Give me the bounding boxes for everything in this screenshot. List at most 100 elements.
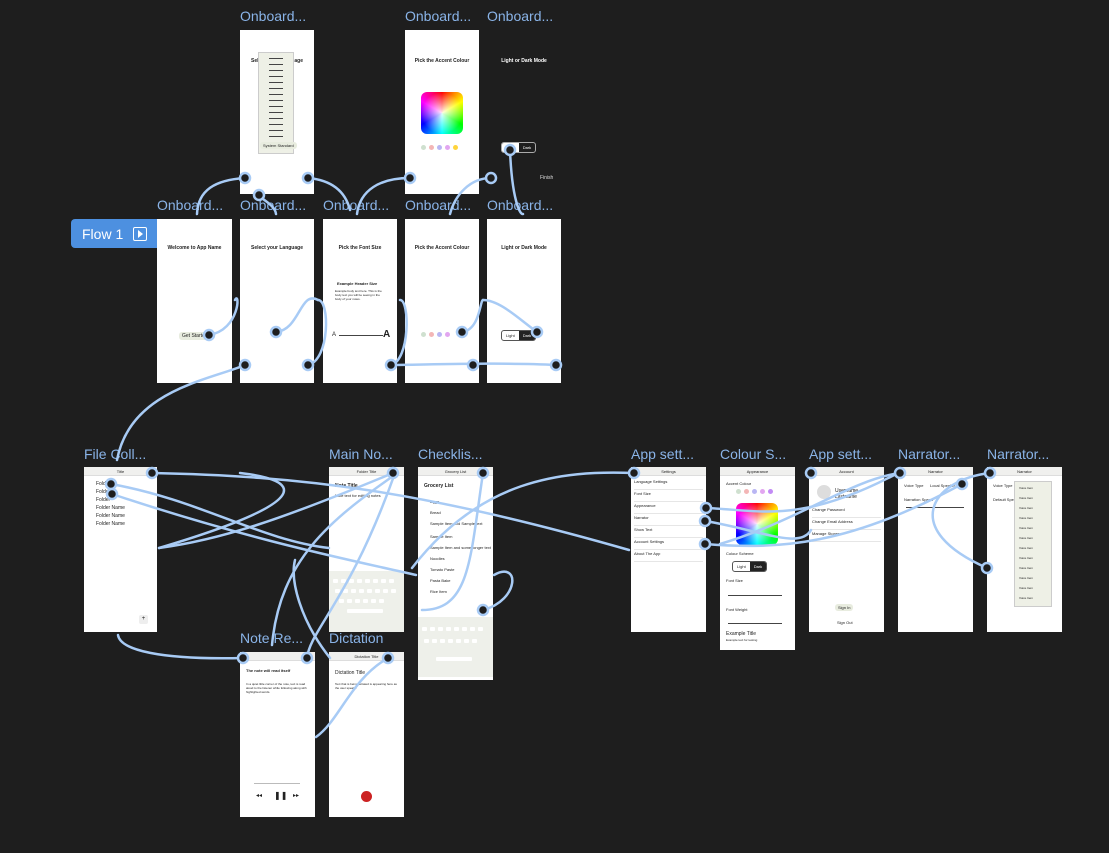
- font-size-slider[interactable]: [339, 335, 383, 336]
- frame-note-reader[interactable]: The note will read itself In a quiet lit…: [240, 652, 315, 817]
- frame-onboarding-fontsize[interactable]: Pick the Font Size Example Header Size E…: [323, 219, 397, 383]
- get-started-button[interactable]: Get Started: [179, 332, 211, 340]
- frame-label[interactable]: App sett...: [631, 446, 695, 462]
- swatch[interactable]: [445, 332, 450, 337]
- checklist-item[interactable]: Pasta Bake: [430, 578, 451, 583]
- voice-option[interactable]: Voice Item: [1019, 496, 1034, 500]
- sign-in-button[interactable]: Sign In: [835, 604, 854, 611]
- voice-option[interactable]: Voice Item: [1019, 576, 1034, 580]
- light-option[interactable]: Light: [737, 564, 746, 569]
- voice-option[interactable]: Voice Item: [1019, 536, 1034, 540]
- finish-button[interactable]: Finish: [540, 175, 554, 181]
- colour-wheel[interactable]: [421, 92, 463, 134]
- voice-option[interactable]: Voice Item: [1019, 486, 1034, 490]
- frame-label[interactable]: Narrator...: [987, 446, 1050, 462]
- flow-start-badge[interactable]: Flow 1: [71, 219, 164, 248]
- frame-label[interactable]: Colour S...: [720, 446, 787, 462]
- fast-forward-icon[interactable]: ▸▸: [293, 793, 300, 799]
- frame-label[interactable]: Onboard...: [487, 8, 554, 24]
- frame-onboarding-accent[interactable]: Pick the Accent Colour: [405, 219, 479, 383]
- account-row[interactable]: Manage Storage: [812, 531, 881, 542]
- folder-item[interactable]: Folder: [96, 481, 111, 487]
- voice-option[interactable]: Voice Item: [1019, 596, 1034, 600]
- frame-label[interactable]: Onboard...: [405, 8, 472, 24]
- checklist-item[interactable]: Bread: [430, 510, 441, 515]
- settings-row[interactable]: About The App: [634, 551, 703, 562]
- swatch[interactable]: [760, 489, 765, 494]
- swatch[interactable]: [752, 489, 757, 494]
- frame-label[interactable]: Onboard...: [487, 197, 554, 213]
- frame-narrator-voice[interactable]: Narrator Voice Type Default Speed Voice …: [987, 467, 1062, 632]
- frame-label[interactable]: App sett...: [809, 446, 873, 462]
- settings-row[interactable]: Show Text: [634, 527, 703, 538]
- checklist-item[interactable]: Tomato Paste: [430, 567, 455, 572]
- playback-progress[interactable]: [254, 783, 300, 784]
- font-weight-slider[interactable]: [728, 623, 782, 624]
- settings-row[interactable]: Appearance: [634, 503, 703, 514]
- frame-onboarding-language[interactable]: Select your Language: [240, 219, 314, 383]
- frame-label[interactable]: Main No...: [329, 446, 393, 462]
- font-size-slider[interactable]: [728, 595, 782, 596]
- frame-label[interactable]: Checklis...: [418, 446, 483, 462]
- frame-onboarding-welcome[interactable]: Welcome to App Name Get Started: [157, 219, 232, 383]
- light-option[interactable]: Light: [506, 333, 515, 338]
- frame-label[interactable]: Onboard...: [240, 197, 307, 213]
- account-row[interactable]: Change Email Address: [812, 519, 881, 530]
- frame-label[interactable]: Onboard...: [240, 8, 307, 24]
- checklist-item[interactable]: Sample Item and some longer text: [430, 545, 491, 550]
- checklist-item[interactable]: Noodles: [430, 556, 445, 561]
- swatch[interactable]: [421, 145, 426, 150]
- keyboard[interactable]: [418, 617, 493, 677]
- frame-account-settings[interactable]: Account Username Lastname Change Passwor…: [809, 467, 884, 632]
- rewind-icon[interactable]: ◂◂: [256, 793, 263, 799]
- add-folder-button[interactable]: +: [139, 615, 148, 624]
- dark-option[interactable]: Dark: [749, 562, 767, 571]
- settings-row[interactable]: Narrator: [634, 515, 703, 526]
- dark-option[interactable]: Dark: [518, 331, 536, 340]
- swatch[interactable]: [429, 145, 434, 150]
- frame-app-settings[interactable]: Settings Language Settings Font Size App…: [631, 467, 706, 632]
- voice-option[interactable]: Voice Item: [1019, 506, 1034, 510]
- frame-label[interactable]: File Coll...: [84, 446, 147, 462]
- folder-item[interactable]: Folder: [96, 497, 111, 503]
- folder-item[interactable]: Folder Name: [96, 505, 125, 511]
- checklist-item[interactable]: Rice Item: [430, 589, 447, 594]
- swatch[interactable]: [453, 145, 458, 150]
- frame-onboarding-language-dropdown[interactable]: Select your Language System Standard: [240, 30, 314, 194]
- swatch[interactable]: [768, 489, 773, 494]
- frame-onboarding-accent-top[interactable]: Pick the Accent Colour: [405, 30, 479, 194]
- language-dropdown-list[interactable]: [258, 52, 294, 154]
- note-body[interactable]: Note text for editing notes: [335, 493, 381, 498]
- frame-onboarding-mode[interactable]: Light or Dark Mode Light Dark: [487, 219, 561, 383]
- frame-checklist[interactable]: Grocery List Grocery List Eggs Bread Sam…: [418, 467, 493, 680]
- play-frame-icon[interactable]: [133, 226, 148, 241]
- voice-option[interactable]: Voice Item: [1019, 516, 1034, 520]
- voice-value[interactable]: Local Speaker Voice: [930, 483, 967, 488]
- swatch[interactable]: [445, 145, 450, 150]
- frame-file-collection[interactable]: Title Folder Folder Folder Folder Name F…: [84, 467, 157, 632]
- pause-icon[interactable]: ❚❚: [274, 791, 288, 800]
- voice-option[interactable]: Voice Item: [1019, 556, 1034, 560]
- language-select-button[interactable]: System Standard: [260, 142, 297, 149]
- swatch[interactable]: [429, 332, 434, 337]
- swatch[interactable]: [421, 332, 426, 337]
- voice-option[interactable]: Voice Item: [1019, 526, 1034, 530]
- sign-out-button[interactable]: Sign Out: [837, 620, 853, 625]
- settings-row[interactable]: Font Size: [634, 491, 703, 502]
- frame-label[interactable]: Onboard...: [157, 197, 224, 213]
- frame-label[interactable]: Narrator...: [898, 446, 961, 462]
- voice-option[interactable]: Voice Item: [1019, 566, 1034, 570]
- dark-option[interactable]: Dark: [522, 145, 532, 150]
- frame-label[interactable]: Onboard...: [323, 197, 390, 213]
- frame-dictation[interactable]: Dictation Title Dictation Title Text tha…: [329, 652, 404, 817]
- swatch[interactable]: [437, 332, 442, 337]
- voice-option[interactable]: Voice Item: [1019, 546, 1034, 550]
- voice-option[interactable]: Voice Item: [1019, 586, 1034, 590]
- account-row[interactable]: Change Password: [812, 507, 881, 518]
- frame-narrator[interactable]: Narrator Voice Type Local Speaker Voice …: [898, 467, 973, 632]
- settings-row[interactable]: Account Settings: [634, 539, 703, 550]
- swatch[interactable]: [437, 145, 442, 150]
- frame-label[interactable]: Dictation: [329, 630, 384, 646]
- keyboard[interactable]: [329, 571, 404, 632]
- mode-toggle[interactable]: Light Dark: [732, 561, 768, 572]
